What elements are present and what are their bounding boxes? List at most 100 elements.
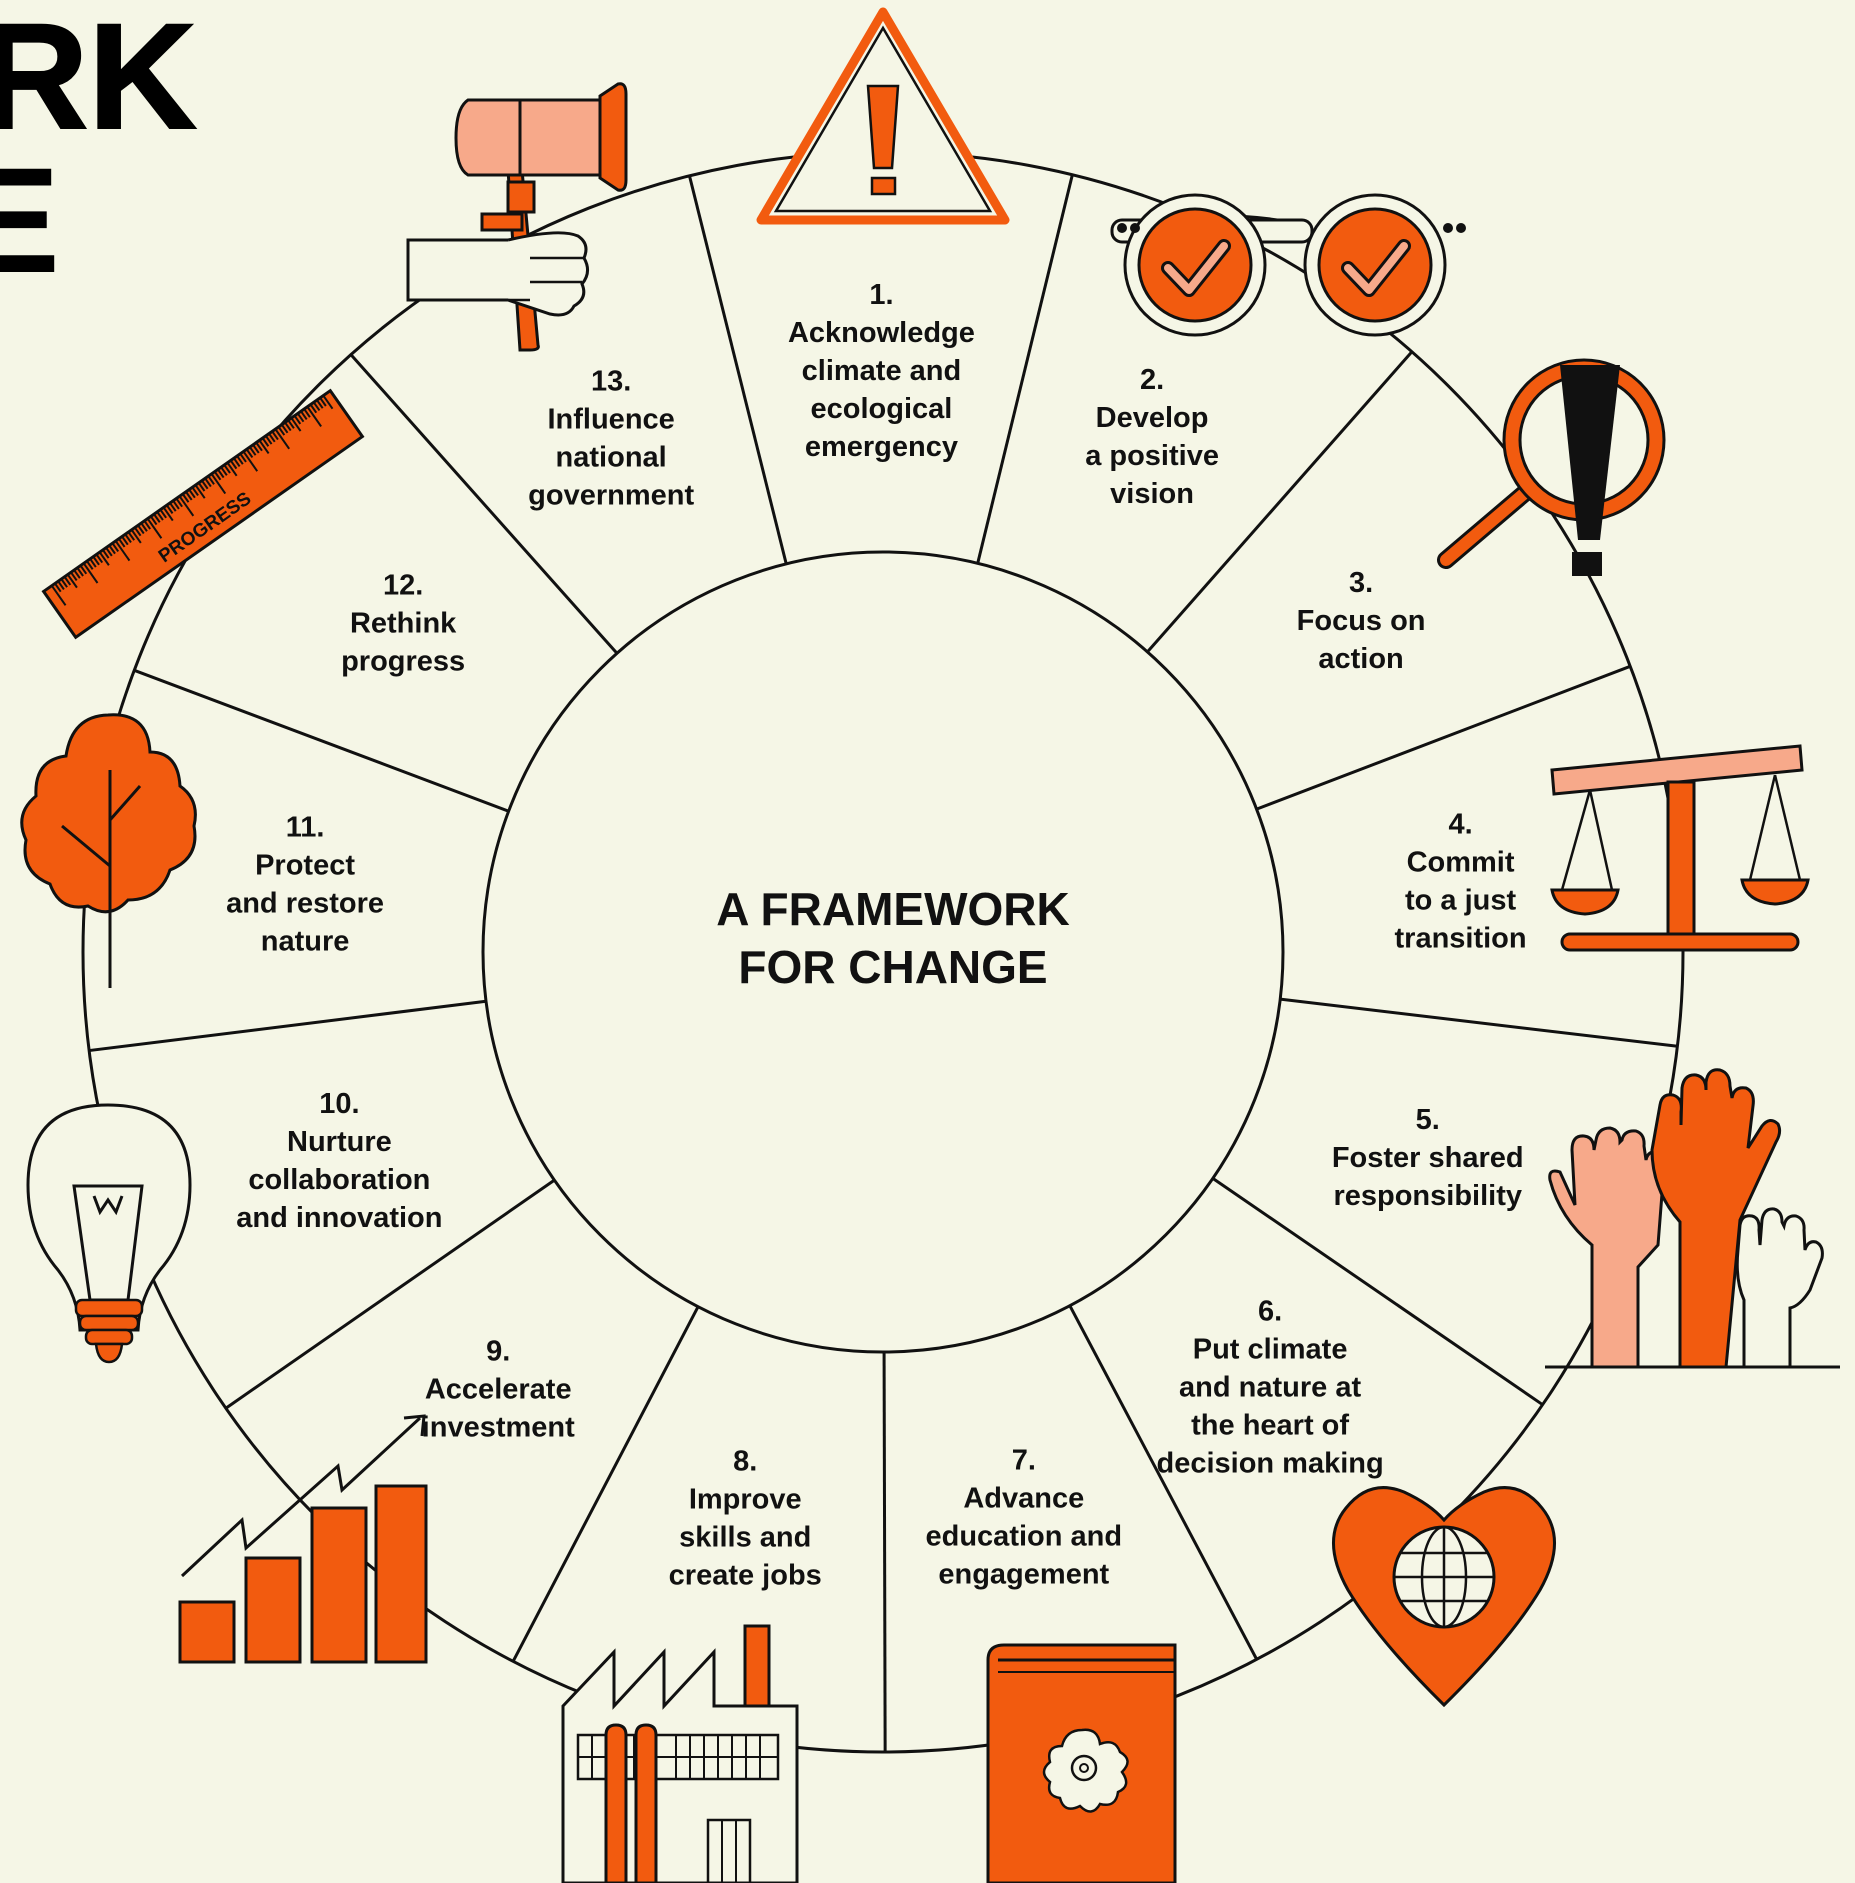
ruler-tick: [217, 468, 225, 479]
ruler-tick: [249, 446, 257, 456]
segment-text-line: Improve: [689, 1483, 802, 1515]
ruler-tick: [258, 439, 270, 454]
ruler-tick: [114, 540, 131, 562]
segment-divider: [511, 1305, 700, 1663]
segment-text-line: climate and: [802, 355, 962, 387]
ruler-tick: [188, 488, 196, 499]
ruler-tick: [265, 435, 273, 445]
segment-text-line: Protect: [255, 849, 355, 881]
segment-divider: [688, 175, 788, 565]
ruler-tick: [233, 457, 241, 467]
ruler-tick: [229, 459, 238, 470]
ruler-tick: [207, 475, 215, 485]
ruler-tick: [309, 403, 318, 414]
inner-circle: [481, 550, 1285, 1354]
heart-globe-icon: [1332, 1486, 1556, 1708]
segment-text-line: and restore: [226, 887, 384, 919]
ruler-tick: [98, 551, 110, 566]
ruler-tick: [60, 578, 68, 588]
segment-text-line: a positive: [1085, 440, 1219, 472]
ruler-tick: [102, 549, 110, 559]
ruler-tick: [63, 576, 72, 586]
segment-text-line: vision: [1110, 478, 1194, 510]
scales-icon: [1550, 744, 1810, 952]
segment-divider: [1146, 350, 1414, 653]
ruler-tick: [284, 421, 292, 432]
glasses-icon: [1110, 193, 1466, 337]
segment-number: 2.: [1140, 364, 1164, 396]
ruler-tick: [185, 491, 193, 501]
ruler-tick: [300, 410, 308, 420]
ruler-tick: [287, 419, 295, 429]
ruler-tick: [226, 462, 238, 477]
bar-chart-icon: [178, 1414, 428, 1664]
lightbulb-icon: [26, 1103, 192, 1364]
ruler-tick: [127, 531, 136, 541]
center-title-line2: FOR CHANGE: [738, 941, 1047, 993]
segment-text-line: collaboration: [248, 1164, 430, 1196]
segment-text-line: and nature at: [1179, 1372, 1361, 1404]
segment-number: 3.: [1349, 567, 1373, 599]
ruler-tick: [236, 455, 244, 465]
ruler-tick: [143, 520, 151, 530]
segment-text-line: skills and: [679, 1521, 811, 1553]
ruler-tick: [204, 477, 212, 488]
segment-text-line: education and: [926, 1521, 1123, 1553]
segment-divider: [349, 353, 619, 655]
ruler-tick: [140, 522, 148, 532]
ruler-tick: [92, 556, 100, 566]
ruler-tick: [54, 582, 62, 593]
ruler-tick: [181, 493, 190, 503]
ruler-tick: [105, 547, 113, 557]
ruler-tick: [137, 524, 145, 535]
center-title-line1: A FRAMEWORK: [716, 883, 1069, 935]
ruler-tick: [57, 580, 65, 590]
ruler-tick: [306, 406, 322, 427]
segment-text-line: Commit: [1407, 846, 1515, 878]
ruler-tick: [162, 506, 174, 522]
ruler-tick: [159, 509, 167, 519]
ruler-tick: [319, 397, 327, 407]
ruler-tick: [73, 569, 81, 579]
ruler-tick: [121, 535, 129, 546]
ruler-tick: [312, 401, 321, 412]
ruler-tick: [172, 500, 180, 510]
ruler-tick: [111, 542, 120, 552]
ruler-tick: [245, 448, 254, 459]
segment-text-line: investment: [422, 1412, 575, 1444]
ruler-tick: [66, 573, 78, 589]
segment-number: 4.: [1448, 808, 1472, 840]
segment-number: 9.: [486, 1336, 510, 1368]
ruler-tick: [175, 497, 183, 508]
segment-text-line: Accelerate: [425, 1374, 572, 1406]
title-fragment: RK E: [0, 0, 198, 304]
segment-divider: [224, 1178, 556, 1410]
ruler-tick: [95, 553, 104, 564]
ruler-tick: [316, 399, 324, 409]
ruler-tick: [146, 518, 163, 539]
segment-divider: [1068, 1304, 1259, 1661]
segment-text-line: Nurture: [287, 1126, 392, 1158]
segment-text-line: emergency: [805, 431, 958, 463]
megaphone-icon: [406, 82, 628, 352]
segment-divider: [88, 999, 487, 1053]
segment-number: 8.: [733, 1445, 757, 1477]
segment-text-line: nature: [261, 925, 350, 957]
ruler-tick: [303, 408, 311, 418]
segment-dividers: [88, 174, 1678, 1753]
ruler-tick: [70, 571, 78, 582]
segment-number: 12.: [383, 570, 423, 602]
segment-text-line: national: [556, 441, 667, 473]
ruler-tick: [268, 433, 276, 443]
ruler-icon: PROGRESS: [41, 388, 365, 640]
ruler-tick: [178, 495, 195, 517]
ruler-tick: [149, 515, 158, 526]
segment-text-line: ecological: [811, 393, 953, 425]
